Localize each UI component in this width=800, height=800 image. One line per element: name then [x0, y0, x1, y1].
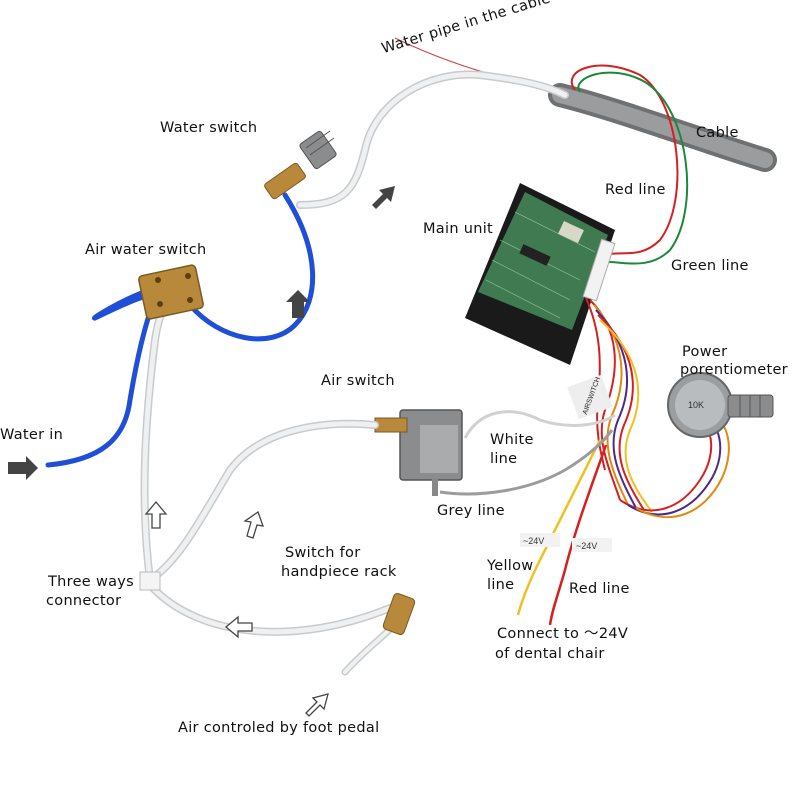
air-water-switch-label: Air water switch — [85, 242, 207, 258]
yellow-line-label-2: line — [487, 577, 515, 593]
water-switch-body — [264, 162, 306, 200]
red-line-top-label: Red line — [605, 182, 666, 198]
switch-rack-label-1: Switch for — [285, 545, 361, 561]
main-unit-label: Main unit — [423, 221, 494, 237]
water-switch-knob — [299, 130, 337, 170]
water-in-label: Water in — [0, 427, 64, 443]
air-tube-rack — [146, 581, 394, 636]
blue-tube-to-water-switch — [187, 192, 316, 342]
green-line-label: Green line — [671, 258, 749, 274]
air-foot-pedal-label: Air controled by foot pedal — [178, 720, 380, 736]
tag-right-text: ~24V — [576, 541, 597, 551]
outline-arrow-icon-rack — [224, 615, 253, 639]
grey-line-label: Grey line — [437, 503, 505, 519]
cable-label: Cable — [696, 125, 739, 141]
wire-bundle — [585, 297, 730, 519]
white-line-wire — [463, 410, 616, 439]
water-pipe-tube — [296, 70, 569, 209]
red-line-top-wire — [570, 64, 679, 256]
blue-loop-tube — [92, 287, 153, 321]
grey-line-wire — [439, 429, 614, 496]
water-in-tube — [45, 297, 158, 468]
outline-arrow-icon-pedal — [305, 693, 329, 717]
connect-24v-label-2: of dental chair — [495, 646, 605, 662]
water-in-arrow-icon — [8, 456, 38, 480]
three-ways-connector — [139, 571, 161, 591]
switch-rack-label-2: handpiece rack — [281, 564, 397, 580]
green-line-wire — [577, 71, 689, 265]
white-line-label-2: line — [490, 451, 518, 467]
three-ways-label-2: connector — [46, 593, 122, 609]
red-line-bottom-label: Red line — [569, 581, 630, 597]
air-switch-label: Air switch — [321, 373, 395, 389]
outline-arrow-icon-air — [243, 510, 264, 539]
water-pipe-arrow-icon — [372, 186, 395, 209]
connect-24v-label-1: Connect to ～24V — [497, 626, 629, 642]
tag-left-text: ~24V — [523, 536, 544, 546]
handpiece-rack-switch — [382, 593, 416, 635]
white-line-label-1: White — [490, 432, 534, 448]
potentiometer-marking: 10K — [688, 400, 704, 410]
outline-arrow-icon-vertical — [144, 500, 168, 529]
main-unit-connector — [582, 238, 616, 302]
air-switch-fitting — [374, 417, 408, 433]
three-ways-label-1: Three ways — [48, 574, 135, 590]
power-label: Power — [682, 344, 728, 360]
water-switch-label: Water switch — [160, 120, 258, 136]
upward-arrow-icon-blue — [286, 290, 310, 318]
yellow-line-label-1: Yellow — [487, 558, 534, 574]
red-line-bottom-wire — [548, 444, 608, 626]
potentiometer-label: porentiometer — [680, 362, 788, 378]
yellow-line-wire — [516, 439, 602, 616]
